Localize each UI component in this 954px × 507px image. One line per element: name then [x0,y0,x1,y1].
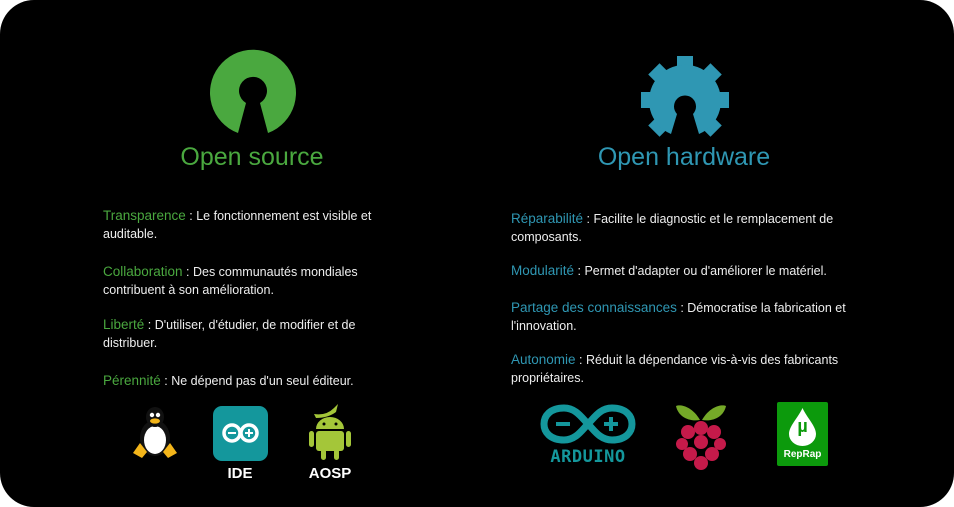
open-hardware-title: Open hardware [597,143,771,171]
item-term: Réparabilité [511,211,584,226]
item-desc: : Permet d'adapter ou d'améliorer le mat… [574,264,827,278]
item-desc: : Réduit la dépendance vis-à-vis des fab… [511,353,839,385]
open-source-item-liberte: Liberté : D'utiliser, d'étudier, de modi… [103,316,403,352]
arduino-label: ARDUINO [550,447,626,467]
raspberry-pi-icon [676,405,726,470]
open-source-item-collaboration: Collaboration : Des communautés mondiale… [103,263,403,299]
item-term: Autonomie [511,352,576,367]
reprap-logo: µ RepRap [777,402,828,466]
item-desc: : Des communautés mondiales contribuent … [103,265,358,297]
reprap-drop-icon [789,408,816,446]
open-hardware-item-reparabilite: Réparabilité : Facilite le diagnostic et… [511,210,881,246]
reprap-label: RepRap [783,449,822,460]
item-term: Collaboration [103,264,183,279]
arduino-logo-icon [540,404,636,444]
open-source-item-transparence: Transparence : Le fonctionnement est vis… [103,207,413,243]
open-hardware-item-modularite: Modularité : Permet d'adapter ou d'améli… [511,262,891,280]
item-desc: : Démocratise la fabrication et l'innova… [511,301,846,333]
item-term: Liberté [103,317,145,332]
ide-label: IDE [227,465,253,482]
item-desc: : D'utiliser, d'étudier, de modifier et … [103,318,356,350]
item-desc: : Le fonctionnement est visible et audit… [103,209,372,241]
linux-tux-icon [133,407,177,458]
open-source-logo-icon [210,49,296,133]
item-term: Pérennité [103,373,161,388]
open-source-title: Open source [180,143,324,171]
aosp-label: AOSP [308,465,352,482]
open-source-item-perennite: Pérennité : Ne dépend pas d'un seul édit… [103,372,413,390]
reprap-mu: µ [797,416,808,436]
arduino-ide-icon [213,406,268,461]
item-term: Partage des connaissances [511,300,677,315]
item-term: Modularité [511,263,575,278]
open-hardware-gear-icon [641,56,729,137]
item-term: Transparence [103,208,186,223]
open-hardware-item-partage: Partage des connaissances : Démocratise … [511,299,896,335]
android-icon [309,404,351,460]
item-desc: : Ne dépend pas d'un seul éditeur. [160,374,354,388]
item-desc: : Facilite le diagnostic et le remplacem… [511,212,834,244]
open-hardware-item-autonomie: Autonomie : Réduit la dépendance vis-à-v… [511,351,891,387]
